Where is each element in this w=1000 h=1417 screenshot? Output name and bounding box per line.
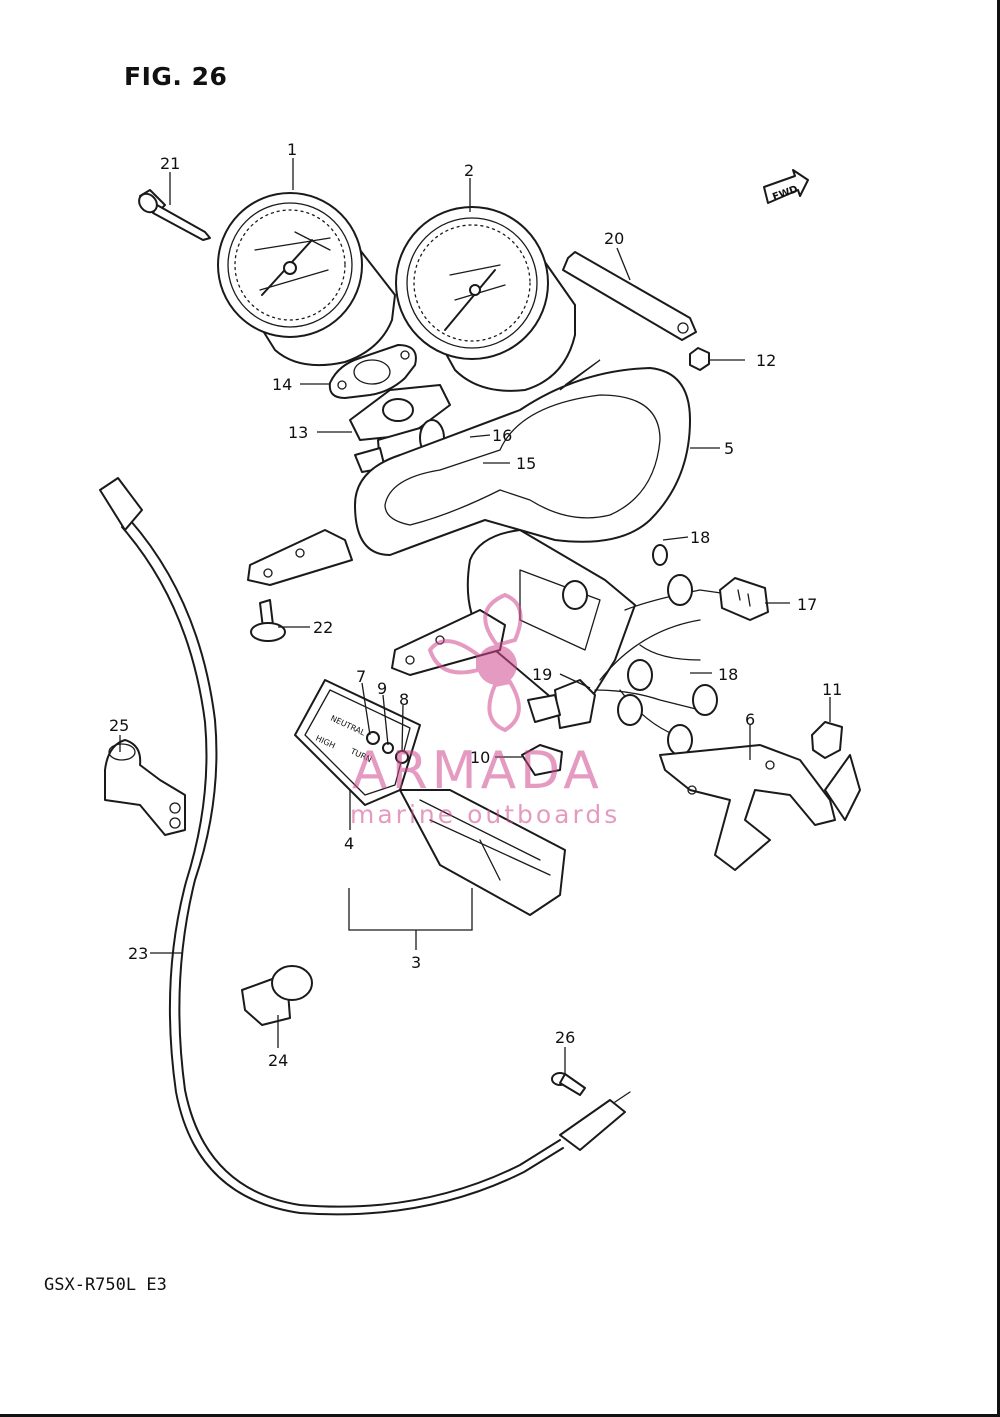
part-14-gasket — [328, 344, 417, 399]
callout-17: 17 — [797, 595, 817, 614]
part-23-cable — [99, 477, 631, 1216]
callout-25: 25 — [109, 716, 129, 735]
callout-1: 1 — [287, 140, 297, 159]
part-24-clip — [241, 965, 313, 1026]
callout-18a: 18 — [690, 528, 710, 547]
callout-labels: 1 2 3 4 5 6 7 8 9 10 11 12 13 14 15 16 1… — [109, 140, 842, 1070]
callout-21: 21 — [160, 154, 180, 173]
part-10-socket — [521, 744, 563, 776]
callout-10: 10 — [470, 748, 490, 767]
part-26-screw — [551, 1072, 586, 1096]
callout-13: 13 — [288, 423, 308, 442]
page-border-bottom — [0, 1414, 1000, 1417]
callout-19: 19 — [532, 665, 552, 684]
callout-7: 7 — [356, 667, 366, 686]
part-25-clamp — [104, 739, 186, 836]
callout-15: 15 — [516, 454, 536, 473]
part-3-indicator-housing — [391, 529, 636, 706]
part-6-bracket — [659, 744, 861, 871]
leader-lines — [119, 158, 831, 1075]
callout-3: 3 — [411, 953, 421, 972]
page-border-right — [997, 0, 1000, 1417]
callout-16: 16 — [492, 426, 512, 445]
part-4-indicator-panel: NEUTRAL HIGH TURN — [294, 679, 566, 916]
callout-26: 26 — [555, 1028, 575, 1047]
callout-18b: 18 — [718, 665, 738, 684]
callout-2: 2 — [464, 161, 474, 180]
watermark-tagline: marine outboards — [350, 800, 620, 829]
figure-title: FIG. 26 — [124, 62, 228, 91]
callout-11: 11 — [822, 680, 842, 699]
part-2-gauge — [395, 206, 576, 392]
propeller-icon — [427, 592, 523, 733]
callout-23: 23 — [128, 944, 148, 963]
watermark-brand: ARMADA — [352, 741, 603, 801]
callout-6: 6 — [745, 710, 755, 729]
part-17-connector — [719, 577, 769, 621]
callout-5: 5 — [724, 439, 734, 458]
callout-14: 14 — [272, 375, 292, 394]
callout-24: 24 — [268, 1051, 288, 1070]
fwd-arrow-icon: FWD — [763, 169, 809, 204]
callout-9: 9 — [377, 679, 387, 698]
callout-20: 20 — [604, 229, 624, 248]
callout-12: 12 — [756, 351, 776, 370]
callout-22: 22 — [313, 618, 333, 637]
model-label: GSX-R750L E3 — [44, 1275, 167, 1295]
part-5-meter-case — [247, 367, 691, 586]
part-20-stay — [562, 251, 697, 341]
wiring-harness — [594, 544, 736, 756]
callout-4: 4 — [344, 834, 354, 853]
watermark-logo: ARMADA marine outboards — [350, 592, 620, 829]
part-21-knob — [138, 189, 211, 241]
callout-8: 8 — [399, 690, 409, 709]
part-22-bolt — [250, 599, 286, 642]
part-19-socket — [527, 679, 596, 729]
part-1-gauge — [217, 192, 396, 367]
part-11-clip — [811, 721, 843, 759]
part-12-nut — [689, 347, 710, 371]
